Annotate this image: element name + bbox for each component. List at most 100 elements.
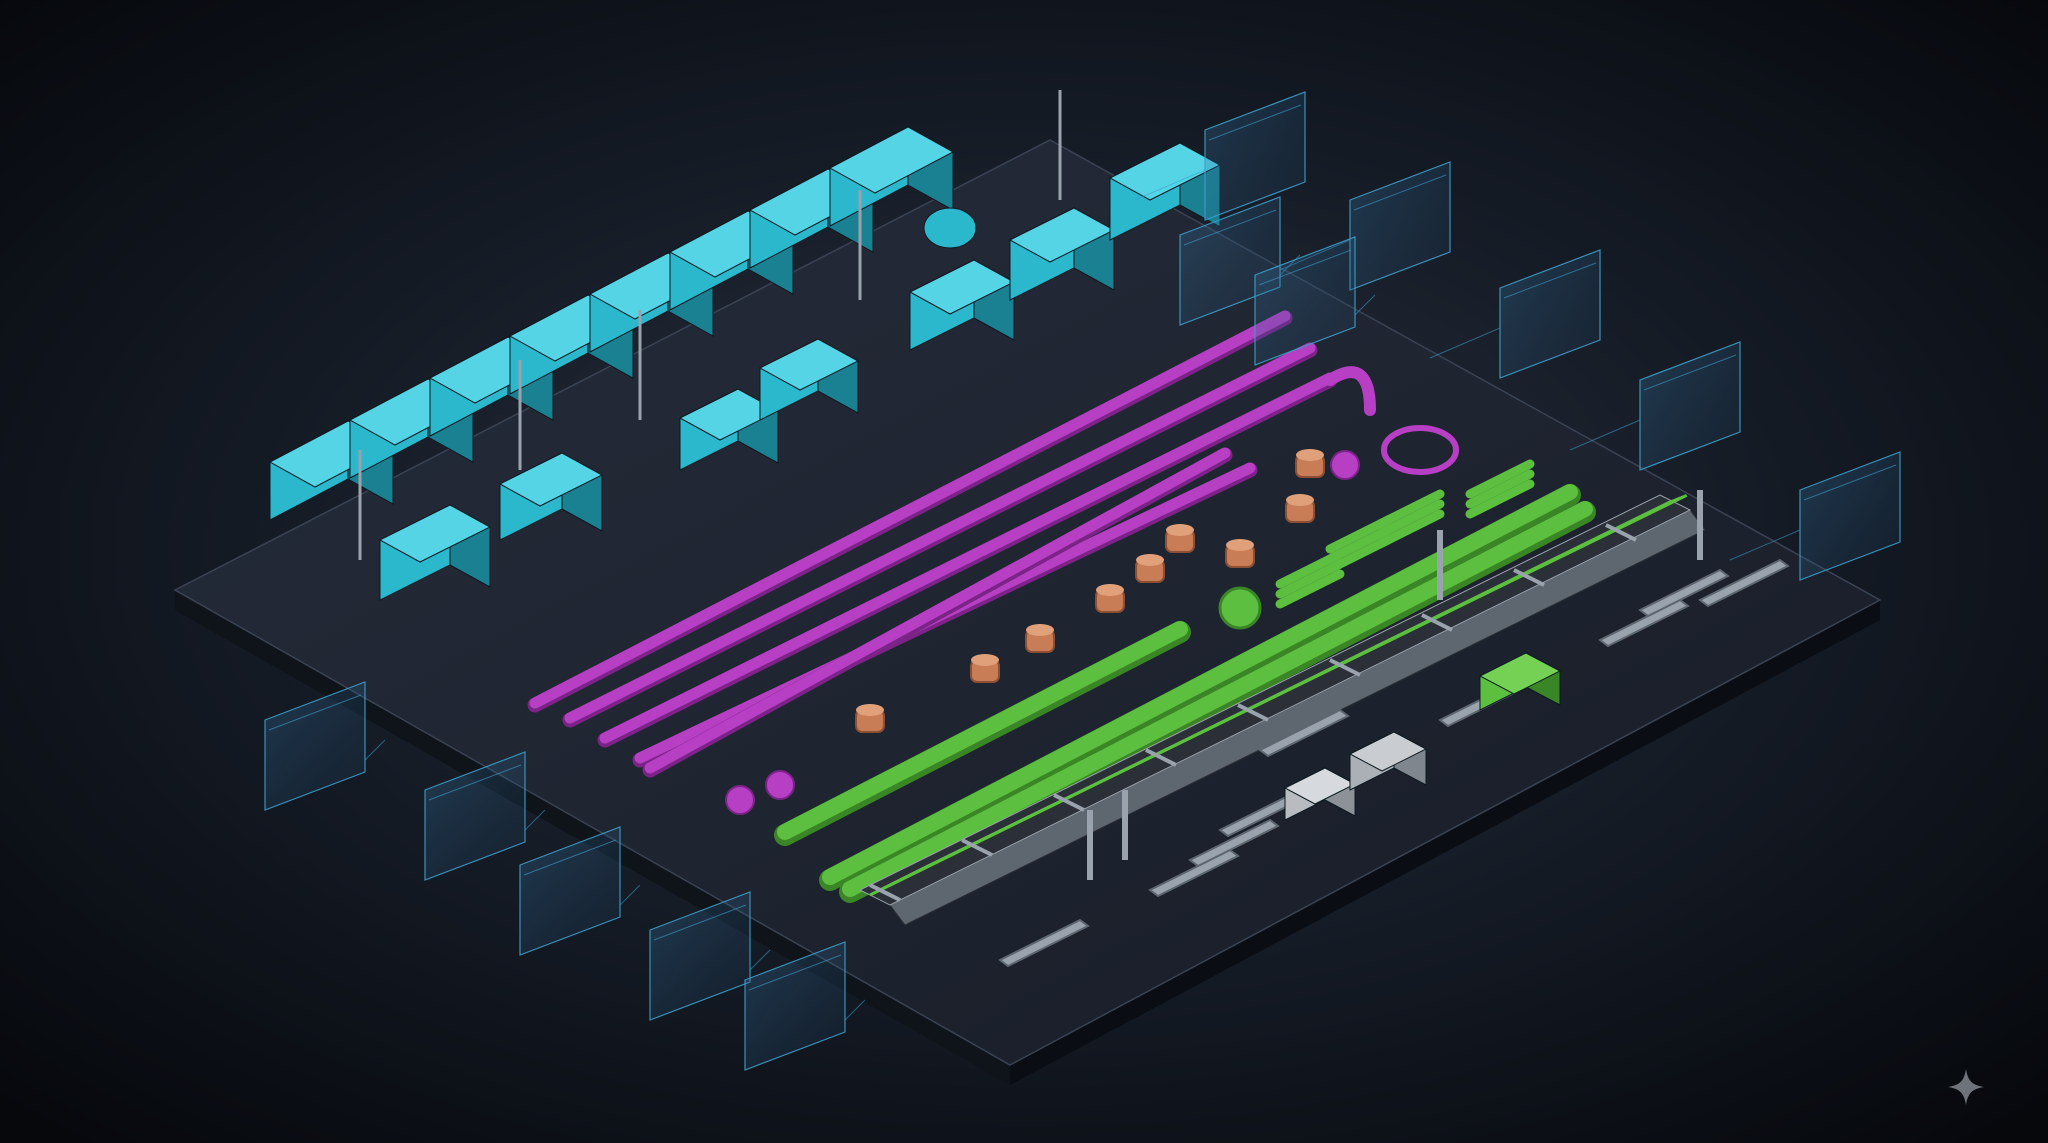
duct-fitting-top — [378, 504, 492, 563]
pipe-ring-hanger — [1381, 425, 1459, 475]
annotation-panel-glass — [1254, 236, 1356, 366]
annotation-panel — [264, 681, 386, 811]
conduit-bundle-tube — [1375, 489, 1445, 529]
annotation-panel — [1134, 91, 1306, 221]
magenta-pipe — [644, 447, 1231, 774]
tray-rung — [1329, 658, 1361, 677]
junction-box-white — [1283, 767, 1357, 821]
copper-fitting-opening — [1166, 524, 1194, 536]
annotation-panel-glass — [1639, 341, 1741, 471]
duct-fitting — [498, 452, 604, 541]
annotation-panel-header-line — [1803, 464, 1897, 501]
duct-collar — [923, 207, 977, 249]
magenta-pipe-group — [527, 310, 1459, 815]
annotation-leader-line — [619, 884, 641, 906]
annotation-panel-glass — [744, 941, 846, 1071]
conduit-bundle-tube — [1375, 509, 1445, 549]
annotation-panel — [519, 826, 641, 956]
junction-box-green-top — [1478, 652, 1562, 695]
annotation-leader-line — [844, 999, 866, 1021]
annotation-panel-glass — [1799, 451, 1901, 581]
magenta-tee — [765, 770, 795, 800]
green-conduit — [822, 484, 1578, 885]
green-conduit — [842, 501, 1593, 897]
annotation-panel — [1729, 451, 1901, 581]
annotation-panel-glass — [424, 751, 526, 881]
cable-tray-group — [858, 493, 1706, 926]
green-conduit — [777, 621, 1188, 840]
tray-rung — [1513, 568, 1545, 587]
tray-rung — [1237, 703, 1269, 722]
annotation-panel-header-line — [748, 954, 842, 991]
copper-fitting-opening — [1136, 554, 1164, 566]
annotation-leader-line — [364, 739, 386, 761]
green-conduit-group — [774, 459, 1596, 903]
annotation-panel-header-line — [1353, 174, 1447, 211]
tray-cable — [919, 493, 1688, 872]
annotation-panel-glass — [264, 681, 366, 811]
junction-box-group — [1283, 652, 1562, 821]
copper-fitting-opening — [856, 704, 884, 716]
annotation-panel-glass — [1204, 91, 1306, 221]
copper-fitting-opening — [1026, 624, 1054, 636]
annotation-panel-header-line — [1208, 104, 1302, 141]
annotation-panel-header-line — [1183, 209, 1277, 246]
conduit-bundle-tube — [1465, 479, 1535, 519]
channel-strut — [1698, 558, 1790, 608]
annotation-leader-line — [1354, 294, 1376, 316]
tray-rung — [1421, 613, 1453, 632]
channel-strut — [1188, 818, 1280, 868]
annotation-panels — [264, 91, 1901, 1071]
duct-fitting — [1008, 207, 1116, 301]
pipe-elbow — [1324, 366, 1376, 416]
copper-fitting-opening — [971, 654, 999, 666]
annotation-leader-line — [749, 949, 771, 971]
annotation-panel — [424, 751, 546, 881]
annotation-panel — [1254, 236, 1376, 366]
duct-fitting-top — [498, 452, 604, 507]
duct-segment — [828, 126, 955, 227]
magenta-pipe — [564, 342, 1316, 724]
tray-rung — [961, 838, 993, 857]
magenta-pipe — [599, 372, 1336, 744]
conduit-bundle-tube — [1375, 499, 1445, 539]
annotation-panel-glass — [1499, 249, 1601, 379]
duct-fitting-top — [758, 338, 860, 391]
duct-segment-top — [828, 126, 955, 194]
sparkle-icon — [1948, 1069, 1984, 1105]
channel-strut — [1258, 708, 1350, 758]
annotation-panel-header-line — [653, 904, 747, 941]
annotation-panel-header-line — [1503, 262, 1597, 299]
annotation-panel-header-line — [1643, 354, 1737, 391]
junction-box-green — [1478, 652, 1562, 711]
copper-fitting-opening — [1096, 584, 1124, 596]
duct-fitting — [758, 338, 860, 421]
channel-strut — [998, 918, 1090, 968]
copper-fitting-opening — [1286, 494, 1314, 506]
tray-rung — [1605, 523, 1637, 542]
copper-fittings-group — [855, 449, 1325, 733]
annotation-leader-line — [1729, 529, 1801, 561]
annotation-panel — [1429, 249, 1601, 379]
tray-rung — [1145, 748, 1177, 767]
conduit-tee — [1218, 586, 1262, 630]
junction-box-knockout — [1348, 731, 1428, 791]
duct-fitting — [908, 259, 1016, 351]
annotation-leader-line — [524, 809, 546, 831]
junction-box-knockout-top — [1348, 731, 1428, 772]
tray-rung — [1053, 793, 1085, 812]
annotation-leader-line — [1429, 327, 1501, 359]
annotation-leader-line — [1569, 419, 1641, 451]
channel-strut — [1638, 568, 1730, 618]
tray-rung — [869, 883, 901, 902]
annotation-panel-header-line — [428, 764, 522, 801]
annotation-panel — [744, 941, 866, 1071]
magenta-tee — [1330, 450, 1360, 480]
conduit-bundle-tube — [1465, 459, 1535, 499]
annotation-panel — [1569, 341, 1741, 471]
annotation-panel-header-line — [1258, 249, 1352, 286]
annotation-panel-header-line — [268, 694, 362, 731]
copper-fitting-opening — [1296, 449, 1324, 461]
copper-fitting-opening — [1226, 539, 1254, 551]
